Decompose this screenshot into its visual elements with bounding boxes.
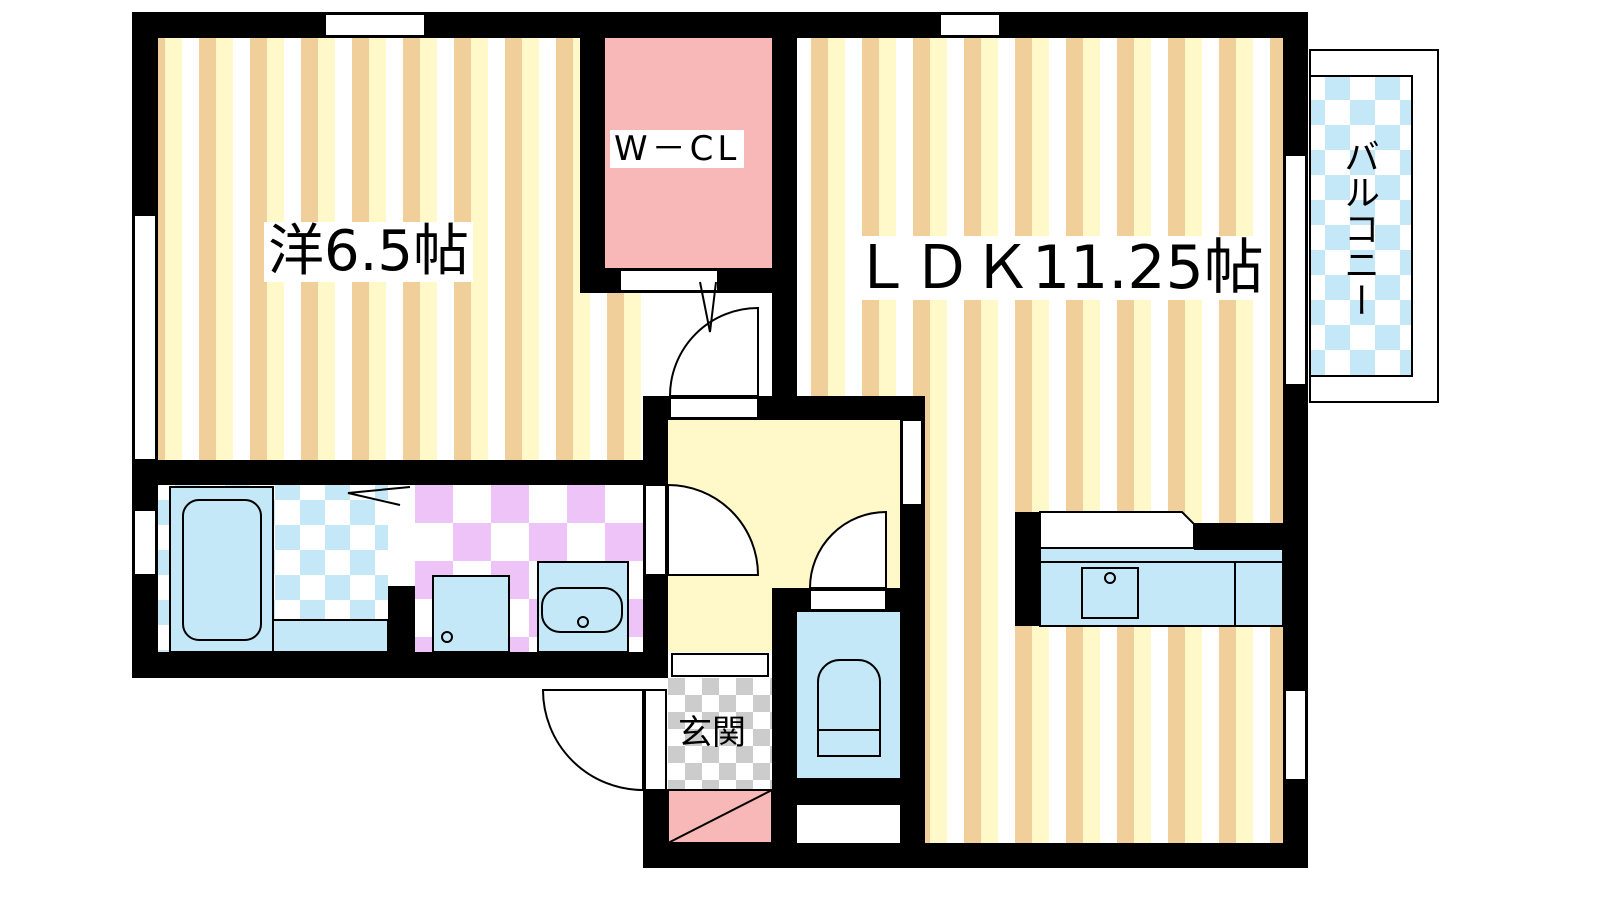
bathtub (169, 486, 274, 653)
room-label-ldk: ＬＤＫ11.25帖 (846, 236, 1270, 300)
kitchen-sink (1081, 567, 1139, 619)
balcony-floor (1310, 76, 1412, 376)
door-swings (541, 306, 887, 792)
room-label-western: 洋6.5帖 (264, 222, 474, 282)
room-label-balcony: バルコニー (1338, 138, 1379, 318)
wash-basin (537, 561, 629, 653)
room-label-entrance: 玄関 (678, 713, 746, 753)
windows (133, 13, 1307, 791)
room-label-closet: W－CL (610, 130, 745, 168)
kitchen-counter (1039, 547, 1284, 627)
entrance-floor (668, 678, 772, 790)
washing-machine (432, 575, 510, 653)
storage (797, 805, 900, 843)
